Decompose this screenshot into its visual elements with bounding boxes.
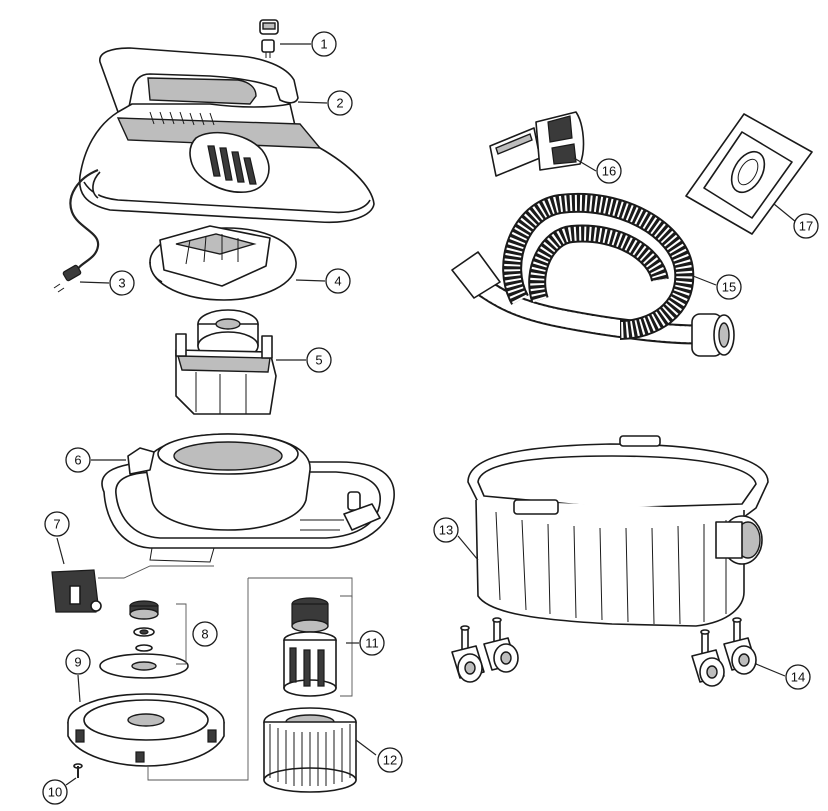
filter-lid-part — [149, 225, 297, 301]
callout-11: 11 — [359, 630, 385, 656]
callout-16: 16 — [596, 158, 622, 184]
filter-plate-part — [67, 693, 225, 767]
callout-12: 12 — [377, 747, 403, 773]
callout-4-label: 4 — [334, 274, 341, 289]
callout-15-label: 15 — [722, 280, 736, 295]
hose-part — [451, 192, 735, 357]
washer-stack-part — [99, 600, 189, 679]
power-cord-part — [53, 168, 100, 293]
filter-bag-part — [685, 113, 813, 235]
tank-drum-part — [467, 435, 769, 627]
callout-15: 15 — [716, 274, 742, 300]
callout-8-label: 8 — [201, 627, 208, 642]
assembly-guide-lines — [98, 565, 353, 781]
callout-5: 5 — [306, 347, 332, 373]
callout-6-label: 6 — [74, 453, 81, 468]
callout-13-label: 13 — [439, 523, 453, 538]
leader-lines — [56, 43, 797, 786]
base-housing-part — [101, 433, 395, 563]
callout-1: 1 — [311, 31, 337, 57]
callout-14-label: 14 — [791, 670, 805, 685]
callout-11-label: 11 — [365, 636, 379, 651]
callout-17: 17 — [793, 213, 819, 239]
callout-4: 4 — [325, 268, 351, 294]
callout-9-label: 9 — [74, 655, 81, 670]
callout-12-label: 12 — [383, 753, 397, 768]
caster-wheels-part — [451, 617, 757, 687]
callout-13: 13 — [433, 517, 459, 543]
pleated-filter-part — [263, 707, 357, 793]
motor-part — [175, 309, 277, 415]
callout-7: 7 — [44, 511, 70, 537]
callout-10: 10 — [42, 779, 68, 805]
callout-3: 3 — [109, 270, 135, 296]
caster-right-pair — [691, 617, 757, 687]
callout-8: 8 — [192, 621, 218, 647]
nozzle-adapter-part — [489, 111, 585, 177]
callout-6: 6 — [65, 447, 91, 473]
callout-5-label: 5 — [315, 353, 322, 368]
filter-cage-part — [283, 597, 337, 697]
callout-9: 9 — [65, 649, 91, 675]
callout-3-label: 3 — [118, 276, 125, 291]
callout-2: 2 — [327, 90, 353, 116]
callout-16-label: 16 — [602, 164, 616, 179]
callout-14: 14 — [785, 664, 811, 690]
callout-2-label: 2 — [336, 96, 343, 111]
screw-part — [73, 763, 83, 778]
callout-10-label: 10 — [48, 785, 62, 800]
callout-7-label: 7 — [53, 517, 60, 532]
motor-cover-part — [78, 47, 375, 224]
caster-left-pair — [451, 617, 519, 683]
switch-part — [259, 19, 279, 58]
clip-part — [51, 569, 102, 613]
callout-1-label: 1 — [320, 37, 327, 52]
callout-17-label: 17 — [799, 219, 813, 234]
